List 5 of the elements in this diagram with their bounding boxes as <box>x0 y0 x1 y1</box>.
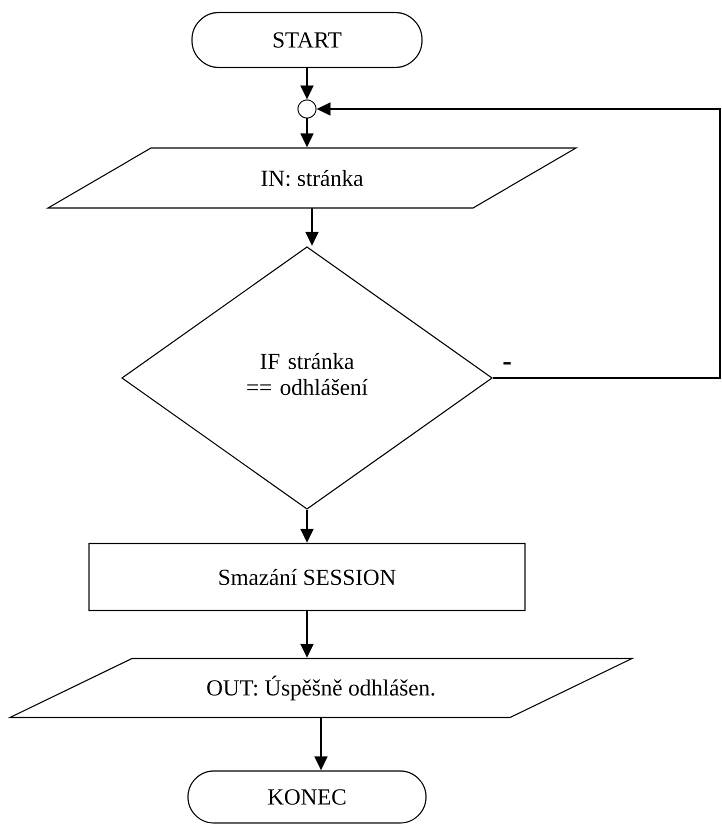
terminal-box: START <box>191 12 423 68</box>
process-box: Smazání SESSION <box>88 542 526 612</box>
terminal-box: KONEC <box>187 770 427 824</box>
edge-label: - <box>501 361 513 371</box>
connector-circle <box>298 100 316 118</box>
